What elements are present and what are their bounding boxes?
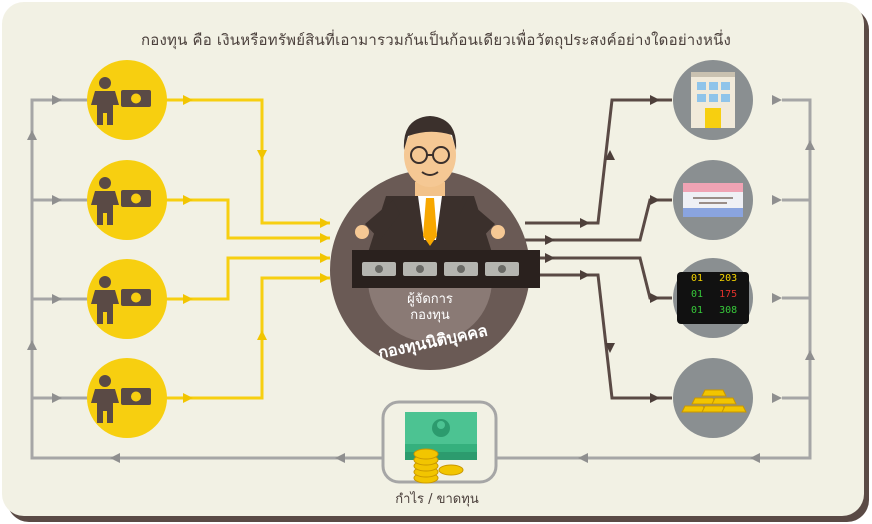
stock-row-2: 01 175	[691, 289, 737, 300]
gold-bars-icon	[681, 389, 747, 413]
coin-stack-icon	[413, 448, 464, 484]
stock-row-3: 01 308	[691, 305, 737, 316]
profit-loss-box	[381, 400, 498, 484]
stock-value-3: 308	[719, 305, 738, 316]
stock-prefix-3: 01	[691, 305, 704, 316]
gray-arrows	[27, 95, 815, 463]
person-icon	[99, 375, 111, 387]
manager-line-2: กองทุน	[410, 308, 450, 323]
asset-gold	[673, 358, 753, 438]
stock-row-1: 01 203	[691, 273, 737, 284]
yellow-arrows	[183, 95, 330, 403]
fund-manager-icon	[355, 116, 505, 262]
stock-value-2: 175	[719, 289, 738, 300]
asset-bond	[673, 160, 753, 240]
stock-prefix-2: 01	[691, 289, 704, 300]
investor-3	[87, 259, 167, 339]
allocation-lines	[525, 98, 672, 400]
profit-loss-label: กำไร / ขาดทุน	[395, 492, 479, 507]
stock-value-1: 203	[719, 273, 738, 284]
person-icon	[99, 177, 111, 189]
person-icon	[99, 276, 111, 288]
asset-building	[673, 60, 753, 140]
investor-1	[87, 60, 167, 140]
cash-stack-icon	[405, 412, 477, 460]
fund-center	[330, 116, 540, 370]
investor-2	[87, 160, 167, 240]
diagram-title: กองทุน คือ เงินหรือทรัพย์สินที่เอามารวมก…	[140, 31, 732, 49]
manager-label: ผู้จัดการ กองทุน	[395, 292, 465, 324]
person-icon	[99, 77, 111, 89]
banknote-row	[362, 262, 519, 276]
investor-4	[87, 358, 167, 438]
stock-board-icon	[677, 272, 749, 324]
dark-arrows	[545, 95, 660, 403]
investment-lines	[165, 98, 330, 400]
manager-line-1: ผู้จัดการ	[407, 292, 453, 307]
asset-stock	[673, 258, 753, 338]
stock-prefix-1: 01	[691, 273, 704, 284]
